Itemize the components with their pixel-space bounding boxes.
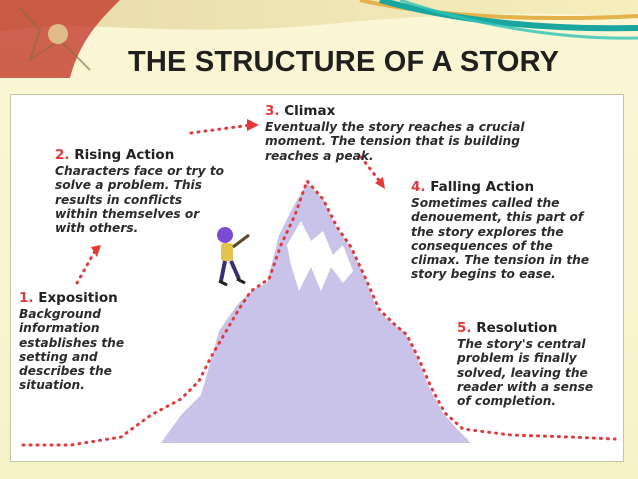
stage-5-heading: 5. Resolution	[457, 320, 557, 336]
stage-3-text: Eventually the story reaches a crucial m…	[265, 120, 525, 163]
stage-4-text: Sometimes called the denouement, this pa…	[411, 196, 590, 282]
stage-2-text: Characters face or try to solve a proble…	[55, 164, 225, 236]
arrow-falling	[359, 155, 383, 185]
stage-1-heading: 1. Exposition	[19, 290, 118, 306]
stage-4-number: 4.	[411, 179, 426, 195]
story-diagram: 1. Exposition Background information est…	[10, 94, 624, 462]
decorative-header	[0, 0, 638, 78]
stage-2-number: 2.	[55, 147, 70, 163]
slide-title: THE STRUCTURE OF A STORY	[128, 46, 560, 78]
climber-icon	[217, 227, 250, 287]
arrow-climax	[189, 123, 253, 135]
stage-5-text: The story's central problem is finally s…	[457, 337, 594, 409]
snow-patches	[287, 221, 353, 291]
stage-1-text: Background information establishes the s…	[19, 307, 125, 393]
stage-3-name: Climax	[284, 103, 336, 119]
stage-4-name: Falling Action	[430, 179, 535, 195]
baseline-dots	[21, 178, 617, 447]
stage-1-number: 1.	[19, 290, 34, 306]
stage-2-heading: 2. Rising Action	[55, 147, 174, 163]
story-mountain-graphic	[21, 119, 617, 447]
stage-5-name: Resolution	[476, 320, 558, 336]
mountain-shape	[161, 183, 471, 443]
stage-5-number: 5.	[457, 320, 472, 336]
stage-3-number: 3.	[265, 103, 280, 119]
arrow-rising	[75, 249, 97, 285]
stage-4-heading: 4. Falling Action	[411, 179, 534, 195]
stage-1-name: Exposition	[38, 290, 118, 306]
stage-2-name: Rising Action	[74, 147, 175, 163]
stage-3-heading: 3. Climax	[265, 103, 335, 119]
